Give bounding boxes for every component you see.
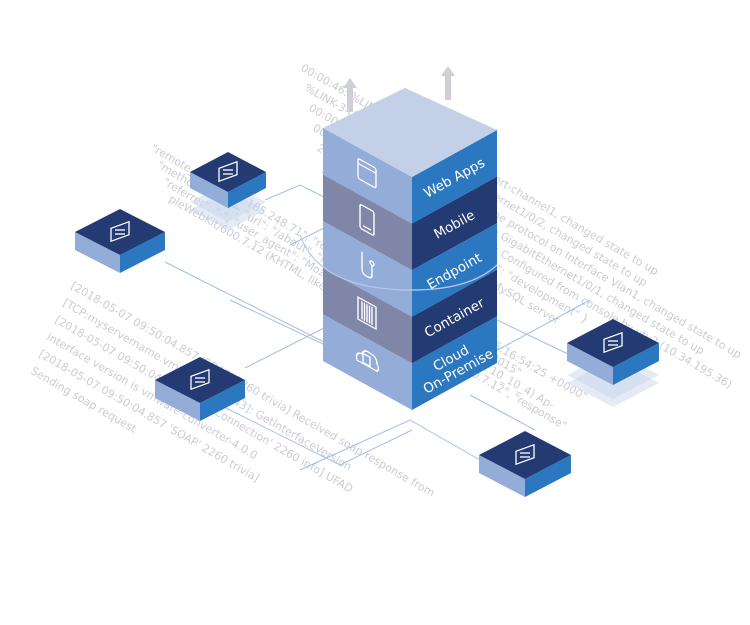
layer-right-face: [412, 269, 497, 364]
tile-stack-documents: [75, 209, 165, 273]
layer-left-face: [323, 314, 412, 410]
tile-right-face: [525, 455, 571, 497]
document-transfer-icon: [218, 160, 238, 183]
server: [362, 352, 371, 368]
layer-left-face: [323, 128, 412, 224]
layer-right-face: [412, 316, 497, 410]
tile-open-package: [479, 431, 571, 497]
cloud-server-icon: [355, 350, 380, 373]
connector-line: [164, 261, 331, 346]
tile-box-diagram: [155, 357, 245, 421]
icon-shape: [603, 331, 623, 354]
window-bar: [358, 162, 376, 174]
connector-line: [199, 394, 413, 466]
container-box: [357, 296, 377, 331]
connector-line: [229, 299, 326, 346]
stack-documents-icon: [110, 220, 130, 243]
tile-lock-refresh: [567, 319, 659, 407]
lock-refresh-icon: [603, 331, 623, 354]
connector-line: [244, 324, 331, 369]
tile-top-face: [190, 152, 266, 192]
tile-top-face: [75, 209, 165, 255]
tower-layer-container: Container: [323, 267, 497, 364]
layer-left-face: [323, 221, 412, 317]
arrow-head: [441, 66, 455, 76]
tower-layer-mobile: Mobile: [323, 174, 497, 271]
tower-layer-endpoint: Endpoint: [323, 221, 497, 317]
icon-shape: [190, 368, 210, 391]
open-package-icon: [515, 443, 535, 466]
tile-right-face: [228, 172, 266, 208]
connector-line: [299, 419, 481, 471]
layer-right-face: [412, 130, 497, 224]
hook: [361, 251, 373, 279]
tower-top-face: [323, 88, 497, 177]
icon-shape: [218, 160, 238, 183]
up-arrow-icon: [441, 66, 455, 100]
arrow-head: [343, 78, 357, 88]
box-diagram-icon: [190, 368, 210, 391]
layer-right-face: [412, 176, 497, 271]
orbit-arc: [299, 234, 498, 291]
hook-ring: [369, 260, 375, 267]
arrow-shaft: [347, 86, 353, 112]
tile-left-face: [479, 455, 525, 497]
tile-right-face: [613, 343, 659, 385]
tile-left-face: [190, 172, 228, 208]
icon-shape: [515, 443, 535, 466]
container-icon: [357, 296, 377, 331]
window-frame: [357, 158, 377, 189]
endpoint-hook-icon: [361, 251, 375, 279]
cloud: [355, 350, 380, 373]
tile-top-face: [155, 357, 245, 403]
connector-line: [496, 319, 571, 356]
tile-left-face: [75, 232, 120, 273]
layer-right-face: [412, 223, 497, 317]
mobile-phone-icon: [359, 204, 375, 236]
tile-right-face: [120, 232, 165, 273]
tile-top-face: [479, 431, 571, 479]
tile-left-face: [155, 380, 200, 421]
tile-right-face: [200, 380, 245, 421]
icon-shape: [110, 220, 130, 243]
browser-window-icon: [357, 158, 377, 189]
connector-line: [469, 394, 536, 431]
connector-line: [264, 184, 331, 201]
tile-top-face: [567, 319, 659, 367]
tile-document-transfer: [190, 152, 266, 230]
tile-left-face: [567, 343, 613, 385]
phone-buttons: [363, 224, 371, 231]
phone-body: [359, 204, 375, 236]
tower: Web AppsMobileEndpointContainerCloudOn-P…: [299, 88, 498, 410]
up-arrow-icon: [343, 78, 357, 112]
arrow-shaft: [445, 74, 451, 100]
layer-left-face: [323, 174, 412, 271]
tile-shadow: [190, 190, 266, 230]
